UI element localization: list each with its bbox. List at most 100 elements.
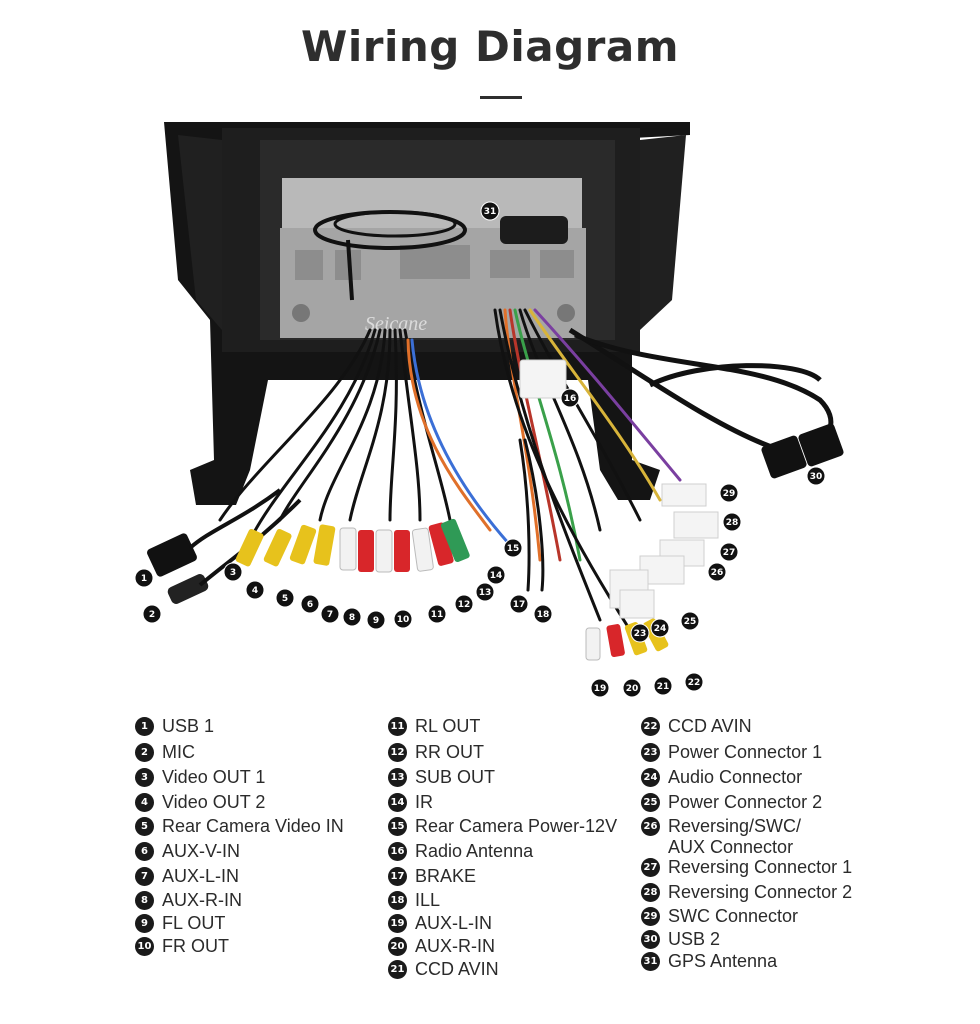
legend-number-badge: 17 xyxy=(388,867,407,886)
svg-text:2: 2 xyxy=(149,610,155,620)
svg-text:24: 24 xyxy=(654,624,667,634)
svg-text:9: 9 xyxy=(373,616,379,626)
legend-number-badge: 4 xyxy=(135,793,154,812)
legend-label: Rear Camera Video IN xyxy=(162,816,344,836)
legend-label: Video OUT 1 xyxy=(162,767,266,787)
legend-number-badge: 23 xyxy=(641,743,660,762)
usb-1-and-mic xyxy=(147,488,302,604)
svg-text:3: 3 xyxy=(230,568,236,578)
wire-harness xyxy=(218,308,682,632)
callout-26: 26 xyxy=(707,562,727,582)
legend-item-3: 3 Video OUT 1 xyxy=(135,767,265,788)
callout-9: 9 xyxy=(366,610,386,630)
legend-item-6: 6 AUX-V-IN xyxy=(135,841,240,862)
callout-8: 8 xyxy=(342,607,362,627)
legend-label: Power Connector 1 xyxy=(668,742,823,762)
legend-number-badge: 1 xyxy=(135,717,154,736)
legend-number-badge: 6 xyxy=(135,842,154,861)
svg-text:15: 15 xyxy=(507,544,520,554)
svg-text:19: 19 xyxy=(594,684,607,694)
callout-10: 10 xyxy=(393,609,413,629)
svg-text:11: 11 xyxy=(431,610,444,620)
svg-text:1: 1 xyxy=(141,574,147,584)
svg-text:28: 28 xyxy=(726,518,739,528)
legend-number-badge: 20 xyxy=(388,937,407,956)
legend-label: RR OUT xyxy=(415,742,484,762)
svg-text:8: 8 xyxy=(349,613,355,623)
svg-text:14: 14 xyxy=(490,571,503,581)
legend-label: USB 2 xyxy=(668,929,721,949)
legend-number-badge: 9 xyxy=(135,914,154,933)
callout-18: 18 xyxy=(533,604,553,624)
svg-text:30: 30 xyxy=(810,472,823,482)
callout-4: 4 xyxy=(245,580,265,600)
callout-2: 2 xyxy=(142,604,162,624)
legend-label: BRAKE xyxy=(415,866,477,886)
svg-text:29: 29 xyxy=(723,489,736,499)
svg-text:16: 16 xyxy=(564,394,577,404)
callout-11: 11 xyxy=(427,604,447,624)
legend-label: IR xyxy=(415,792,433,812)
legend-number-badge: 30 xyxy=(641,930,660,949)
callout-20: 20 xyxy=(622,678,642,698)
svg-text:13: 13 xyxy=(479,588,492,598)
gps-antenna xyxy=(313,210,568,301)
legend-number-badge: 25 xyxy=(641,793,660,812)
svg-text:4: 4 xyxy=(252,586,258,596)
callout-1: 1 xyxy=(134,568,154,588)
legend-label: MIC xyxy=(162,742,195,762)
callout-29: 29 xyxy=(719,483,739,503)
legend-number-badge: 18 xyxy=(388,891,407,910)
legend-label: FL OUT xyxy=(162,913,226,933)
legend-number-badge: 3 xyxy=(135,768,154,787)
svg-text:23: 23 xyxy=(634,629,647,639)
callout-31: 31 xyxy=(480,201,500,221)
callout-12: 12 xyxy=(454,594,474,614)
legend-number-badge: 5 xyxy=(135,817,154,836)
legend-number-badge: 16 xyxy=(388,842,407,861)
svg-text:10: 10 xyxy=(397,615,410,625)
legend-number-badge: 14 xyxy=(388,793,407,812)
callout-7: 7 xyxy=(320,604,340,624)
svg-text:22: 22 xyxy=(688,678,701,688)
legend-number-badge: 31 xyxy=(641,952,660,971)
legend-label: Power Connector 2 xyxy=(668,792,823,812)
legend-item-25: 25 Power Connector 2 xyxy=(641,792,822,813)
legend-item-1: 1 USB 1 xyxy=(135,716,214,737)
legend-label: USB 1 xyxy=(162,716,215,736)
legend-number-badge: 10 xyxy=(135,937,154,956)
callout-28: 28 xyxy=(722,512,742,532)
legend-label: AUX-V-IN xyxy=(162,841,241,861)
legend-label: AUX-R-IN xyxy=(415,936,495,956)
white-connectors xyxy=(519,359,719,619)
wiring-diagram-photo: Seicane xyxy=(134,122,844,698)
callout-23: 23 xyxy=(630,623,650,643)
legend-item-9: 9 FL OUT xyxy=(135,913,225,934)
legend-number-badge: 13 xyxy=(388,768,407,787)
callout-14: 14 xyxy=(486,565,506,585)
page-title: Wiring Diagram xyxy=(301,22,679,71)
svg-text:21: 21 xyxy=(657,682,670,692)
callout-16: 16 xyxy=(560,388,580,408)
svg-text:17: 17 xyxy=(513,600,526,610)
usb-2-cable xyxy=(568,327,844,479)
legend-number-badge: 8 xyxy=(135,891,154,910)
callout-30: 30 xyxy=(806,466,826,486)
legend-item-23: 23 Power Connector 1 xyxy=(641,742,822,763)
legend-number-badge: 28 xyxy=(641,883,660,902)
legend-label: CCD AVIN xyxy=(415,959,499,979)
legend-label: GPS Antenna xyxy=(668,951,778,971)
legend-item-31: 31 GPS Antenna xyxy=(641,951,777,972)
